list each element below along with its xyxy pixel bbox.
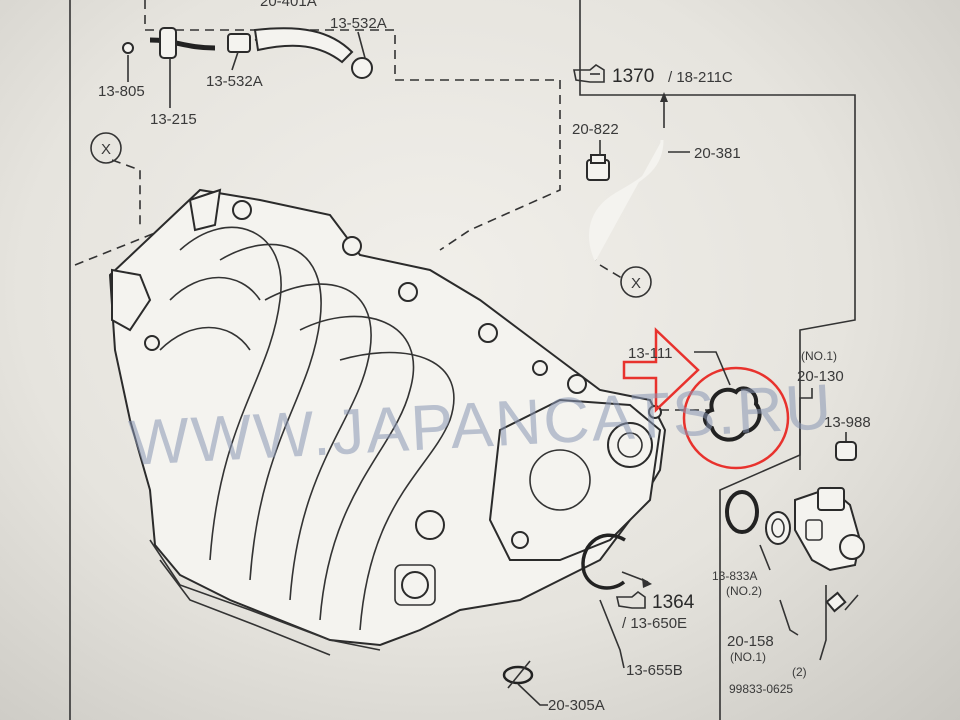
ref-1364-number: 1364 — [652, 592, 695, 613]
ref-13-650e: / 13-650E — [622, 615, 687, 632]
hand-pointer-icon — [573, 64, 605, 83]
highlight-arrow — [622, 327, 700, 413]
arrow-up-head — [660, 92, 668, 102]
label-13-532a-right: 13-532A — [330, 15, 387, 32]
label-20-401a: 20-401A — [260, 0, 317, 10]
leader-13-655b — [599, 599, 625, 669]
leader-20-130 — [799, 388, 813, 470]
label-13-833a: 13-833A — [712, 569, 757, 583]
label-20-305a: 20-305A — [548, 697, 605, 714]
label-20-130: 20-130 — [797, 368, 844, 385]
label-13-805: 13-805 — [98, 83, 145, 100]
hose-assembly-top — [122, 27, 373, 79]
highlight-circle — [682, 366, 790, 470]
leader-13-532a-right — [357, 31, 366, 59]
gasket-13-111 — [702, 386, 762, 442]
o-ring-20-305a — [502, 660, 534, 689]
x-marker-right: X — [620, 266, 652, 298]
label-13-655b: 13-655B — [626, 662, 683, 679]
sensor-body-20-130 — [794, 486, 865, 572]
dashed-leader-x — [111, 159, 141, 230]
label-paren-2: (2) — [792, 665, 807, 679]
leader-20-158 — [779, 599, 799, 636]
svg-text:X: X — [101, 141, 111, 158]
leader-13-532a-left — [231, 51, 239, 71]
svg-text:X: X — [631, 275, 641, 292]
label-13-215: 13-215 — [150, 111, 197, 128]
intake-manifold — [108, 188, 667, 656]
o-ring-small — [765, 511, 791, 545]
right-border-line — [579, 60, 856, 720]
connector-20-822 — [586, 154, 610, 181]
cap-13-988 — [835, 441, 857, 461]
bolt-99833-0625 — [825, 591, 859, 613]
dashed-group-outline-top — [144, 0, 561, 251]
gasket-13-655b — [581, 533, 652, 590]
label-20-822: 20-822 — [572, 121, 619, 138]
label-13-988: 13-988 — [824, 414, 871, 431]
label-13-111: 13-111 — [628, 345, 672, 362]
label-20-158: 20-158 — [727, 633, 774, 650]
leader-13-111 — [694, 351, 731, 386]
o-ring-large — [725, 490, 759, 534]
label-20-381: 20-381 — [694, 145, 741, 162]
dashed-leader-x-right — [599, 264, 626, 281]
ref-18-211c: / 18-211C — [668, 69, 733, 86]
label-99833-0625: 99833-0625 — [729, 682, 793, 696]
reference-1364: 1364 / 13-650E — [616, 590, 695, 632]
leader-13-833a — [759, 544, 771, 571]
label-no2: (NO.2) — [726, 584, 762, 598]
x-marker-left: X — [90, 132, 122, 164]
ref-1370-number: 1370 — [612, 66, 654, 87]
hand-pointer-icon-2 — [616, 590, 646, 609]
reference-1370: 1370 / 18-211C — [573, 64, 733, 87]
leader-20-305a — [517, 683, 548, 706]
leader-99833 — [819, 585, 827, 661]
label-no1-bottom: (NO.1) — [730, 650, 766, 664]
label-no1-top: (NO.1) — [801, 349, 837, 363]
label-13-532a-left: 13-532A — [206, 73, 263, 90]
